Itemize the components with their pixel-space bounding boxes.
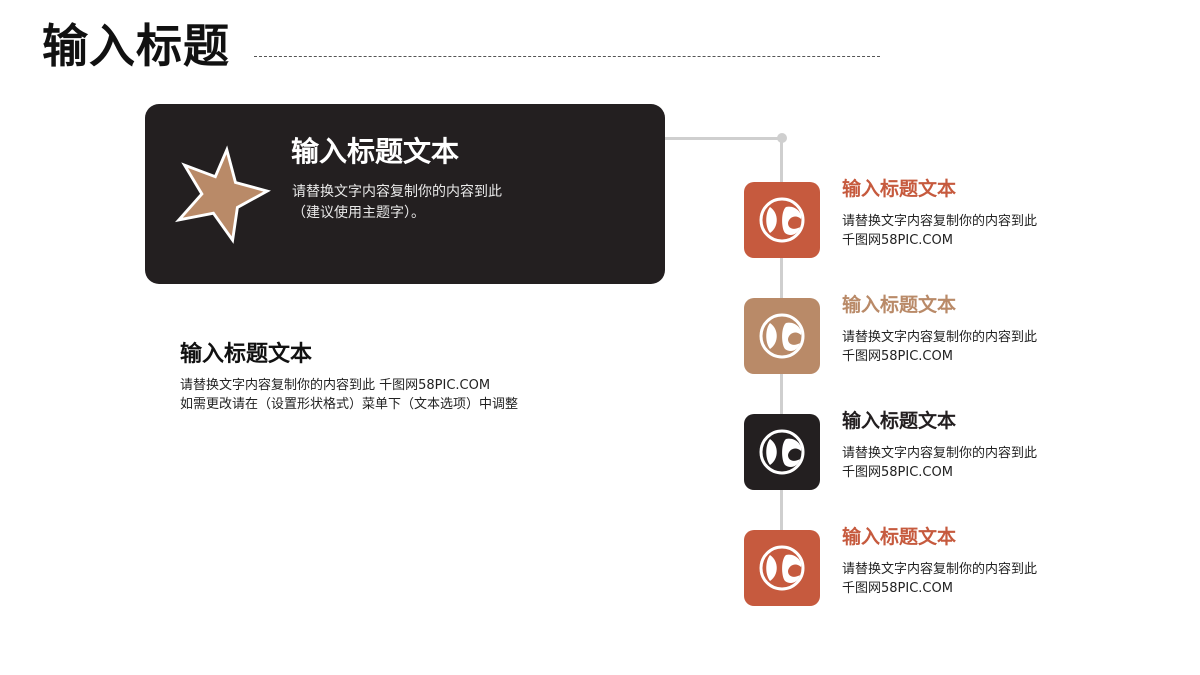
sub-text: 请替换文字内容复制你的内容到此 千图网58PIC.COM 如需更改请在（设置形状…	[180, 376, 600, 414]
step-text: 请替换文字内容复制你的内容到此 千图网58PIC.COM	[842, 560, 1072, 598]
step-text: 请替换文字内容复制你的内容到此 千图网58PIC.COM	[842, 328, 1072, 366]
hero-card: 输入标题文本 请替换文字内容复制你的内容到此 （建议使用主题字）。	[145, 104, 665, 284]
hero-title: 输入标题文本	[291, 135, 460, 168]
step-text-line: 请替换文字内容复制你的内容到此	[842, 214, 1038, 229]
step-text-line: 请替换文字内容复制你的内容到此	[842, 446, 1038, 461]
hero-text: 请替换文字内容复制你的内容到此 （建议使用主题字）。	[292, 182, 622, 224]
connector-dot	[777, 133, 787, 143]
step-icon-box	[744, 414, 820, 490]
step-title: 输入标题文本	[842, 410, 957, 432]
step-title: 输入标题文本	[842, 178, 957, 200]
step-title: 输入标题文本	[842, 526, 957, 548]
step-icon-box	[744, 530, 820, 606]
star-icon	[175, 145, 271, 244]
connector-line	[665, 137, 782, 140]
step-text: 请替换文字内容复制你的内容到此 千图网58PIC.COM	[842, 444, 1072, 482]
sub-text-line: 如需更改请在（设置形状格式）菜单下（文本选项）中调整	[180, 397, 519, 412]
brand-mark-icon	[759, 545, 805, 591]
step-text-line: 请替换文字内容复制你的内容到此	[842, 330, 1038, 345]
step-text-line: 千图网58PIC.COM	[842, 465, 953, 480]
page-title: 输入标题	[42, 19, 230, 73]
hero-text-line: 请替换文字内容复制你的内容到此	[292, 184, 502, 200]
brand-mark-icon	[759, 429, 805, 475]
sub-text-line: 请替换文字内容复制你的内容到此 千图网58PIC.COM	[180, 378, 491, 393]
step-text: 请替换文字内容复制你的内容到此 千图网58PIC.COM	[842, 212, 1072, 250]
title-divider	[254, 56, 880, 57]
brand-mark-icon	[759, 313, 805, 359]
hero-text-line: （建议使用主题字）。	[292, 205, 425, 221]
step-icon-box	[744, 298, 820, 374]
step-text-line: 千图网58PIC.COM	[842, 233, 953, 248]
step-text-line: 千图网58PIC.COM	[842, 581, 953, 596]
sub-section: 输入标题文本 请替换文字内容复制你的内容到此 千图网58PIC.COM 如需更改…	[180, 340, 600, 414]
sub-title: 输入标题文本	[180, 342, 313, 367]
step-title: 输入标题文本	[842, 294, 957, 316]
step-text-line: 请替换文字内容复制你的内容到此	[842, 562, 1038, 577]
step-icon-box	[744, 182, 820, 258]
brand-mark-icon	[759, 197, 805, 243]
step-text-line: 千图网58PIC.COM	[842, 349, 953, 364]
